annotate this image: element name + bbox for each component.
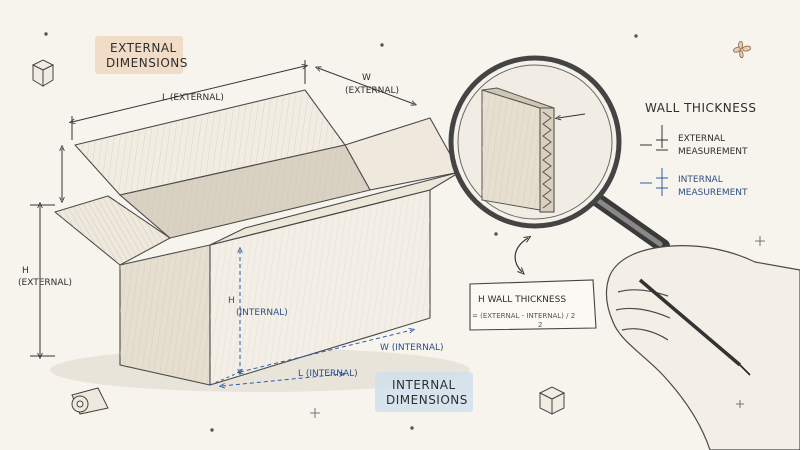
formula-subscript: 2 bbox=[538, 321, 542, 329]
external-measurement-line1: EXTERNAL bbox=[678, 134, 725, 144]
label-width-external: (EXTERNAL) bbox=[345, 86, 399, 96]
label-height-letter-internal: H bbox=[228, 296, 235, 306]
curved-arrow bbox=[514, 238, 528, 272]
wall-thickness-title: WALL THICKNESS bbox=[645, 101, 757, 115]
label-height-internal: (INTERNAL) bbox=[236, 308, 288, 318]
title-external-line2: DIMENSIONS bbox=[106, 56, 188, 70]
hand-illustration bbox=[605, 245, 800, 450]
label-width-letter: W bbox=[362, 73, 371, 83]
internal-dimension-lines bbox=[209, 250, 412, 386]
formula-box bbox=[469, 279, 597, 331]
label-height-external: (EXTERNAL) bbox=[18, 278, 72, 288]
label-height-letter: H bbox=[22, 266, 29, 276]
cardboard-box bbox=[54, 89, 461, 386]
title-external-line1: EXTERNAL bbox=[110, 41, 177, 55]
formula-expression: = (EXTERNAL - INTERNAL) / 2 bbox=[472, 312, 575, 320]
tape-roll-icon bbox=[71, 387, 109, 415]
internal-measurement-line1: INTERNAL bbox=[678, 175, 723, 185]
wall-thickness-marker bbox=[640, 125, 668, 196]
external-dimension-lines bbox=[30, 60, 414, 356]
title-internal-line2: DIMENSIONS bbox=[386, 393, 468, 407]
small-box-icon-bottom-right bbox=[538, 386, 566, 415]
label-length-external: L (EXTERNAL) bbox=[162, 93, 224, 103]
label-width-internal: W (INTERNAL) bbox=[380, 343, 444, 353]
label-length-internal: L (INTERNAL) bbox=[298, 369, 358, 379]
small-box-icon-top-left bbox=[31, 59, 55, 87]
sparkle-decorations bbox=[44, 32, 765, 432]
magnifier-pointer-arrow bbox=[558, 113, 586, 118]
formula-title: H WALL THICKNESS bbox=[478, 295, 566, 305]
magnifying-glass-icon bbox=[448, 55, 670, 253]
title-internal-line1: INTERNAL bbox=[392, 378, 456, 392]
external-measurement-line2: MEASUREMENT bbox=[678, 147, 748, 157]
flower-doodle-icon bbox=[733, 41, 751, 59]
internal-title-highlight bbox=[375, 372, 473, 412]
internal-measurement-line2: MEASUREMENT bbox=[678, 188, 748, 198]
external-title-highlight bbox=[95, 36, 183, 74]
